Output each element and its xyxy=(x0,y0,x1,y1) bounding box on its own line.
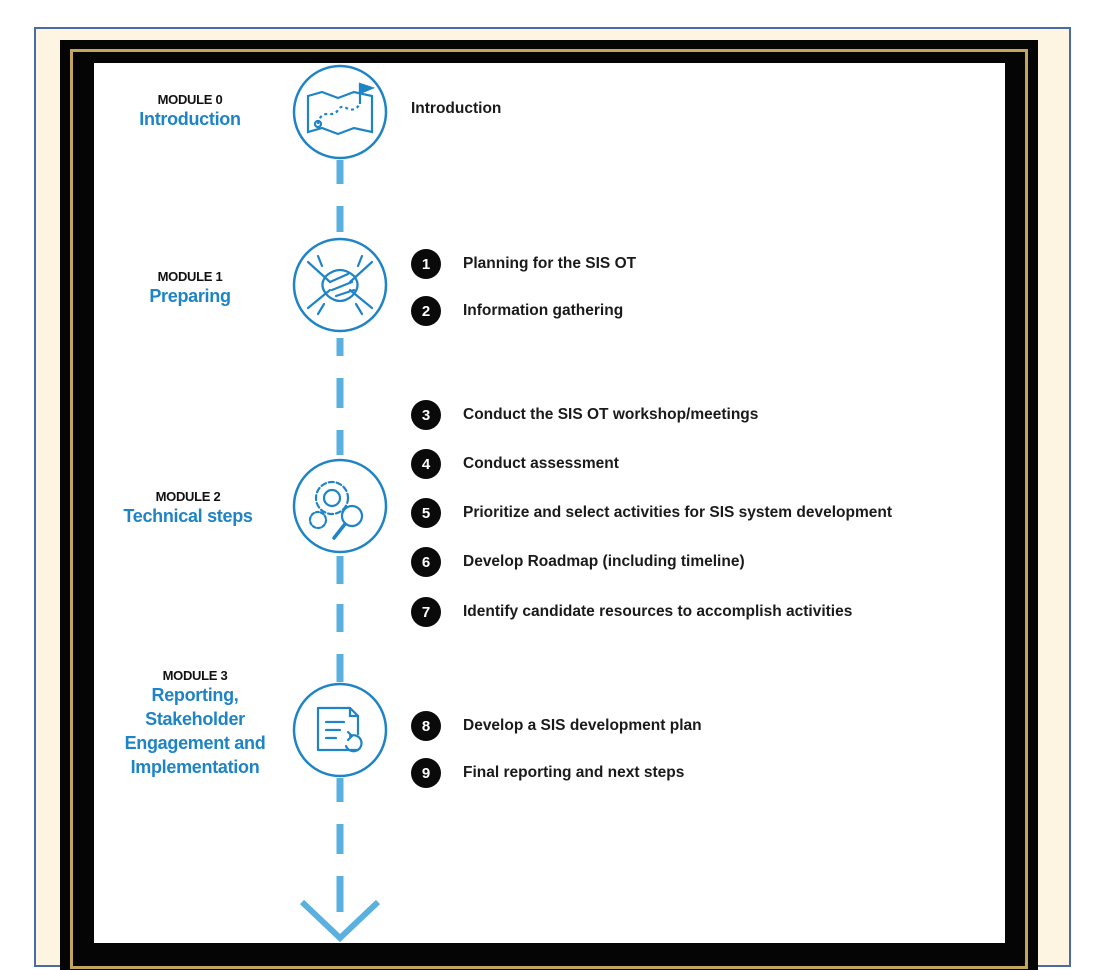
module-title: Reporting, xyxy=(151,685,239,705)
module-title: Engagement and xyxy=(124,733,266,753)
step-number-badge: 7 xyxy=(411,597,441,627)
step-text: Conduct the SIS OT workshop/meetings xyxy=(463,406,759,423)
module-kicker: MODULE 3 xyxy=(162,668,228,683)
step-text: Final reporting and next steps xyxy=(463,764,685,781)
module-2-label: MODULE 2 Technical steps xyxy=(98,489,278,528)
step-number-badge: 9 xyxy=(411,758,441,788)
step-number-badge: 8 xyxy=(411,711,441,741)
step-number-badge: 5 xyxy=(411,498,441,528)
map-flag-icon xyxy=(292,64,388,160)
step-number-badge: 2 xyxy=(411,296,441,326)
step-text: Information gathering xyxy=(463,302,624,319)
module-kicker: MODULE 0 xyxy=(157,92,223,107)
module-title: Preparing xyxy=(149,286,231,306)
step-item: 1 Planning for the SIS OT xyxy=(411,247,636,281)
step-item: 4 Conduct assessment xyxy=(411,447,619,481)
module-1-label: MODULE 1 Preparing xyxy=(100,269,280,308)
arrow-down-icon xyxy=(299,899,381,943)
handshake-icon xyxy=(292,237,388,333)
module-0-label: MODULE 0 Introduction xyxy=(100,92,280,131)
step-text: Develop Roadmap (including timeline) xyxy=(463,553,745,570)
module-kicker: MODULE 1 xyxy=(157,269,223,284)
module-3-label: MODULE 3 Reporting, Stakeholder Engageme… xyxy=(100,668,290,779)
step-text: Conduct assessment xyxy=(463,455,619,472)
step-item: 5 Prioritize and select activities for S… xyxy=(411,496,892,530)
step-item: 8 Develop a SIS development plan xyxy=(411,709,702,743)
gears-magnifier-icon xyxy=(292,458,388,554)
module-title: Technical steps xyxy=(123,506,253,526)
step-item: 9 Final reporting and next steps xyxy=(411,756,684,790)
module-title: Stakeholder xyxy=(145,709,245,729)
module-title: Implementation xyxy=(130,757,260,777)
intro-text: Introduction xyxy=(411,100,502,117)
diagram-panel xyxy=(94,63,1005,943)
step-number-badge: 3 xyxy=(411,400,441,430)
step-text: Identify candidate resources to accompli… xyxy=(463,603,853,620)
step-number-badge: 6 xyxy=(411,547,441,577)
step-item: 7 Identify candidate resources to accomp… xyxy=(411,595,852,629)
module-title: Introduction xyxy=(139,109,241,129)
step-text: Prioritize and select activities for SIS… xyxy=(463,504,892,521)
step-item: 3 Conduct the SIS OT workshop/meetings xyxy=(411,398,758,432)
step-item: 6 Develop Roadmap (including timeline) xyxy=(411,545,745,579)
document-refresh-icon xyxy=(292,682,388,778)
step-item: 2 Information gathering xyxy=(411,294,623,328)
step-text: Develop a SIS development plan xyxy=(463,717,702,734)
step-number-badge: 4 xyxy=(411,449,441,479)
step-number-badge: 1 xyxy=(411,249,441,279)
module-kicker: MODULE 2 xyxy=(155,489,221,504)
step-text: Planning for the SIS OT xyxy=(463,255,637,272)
